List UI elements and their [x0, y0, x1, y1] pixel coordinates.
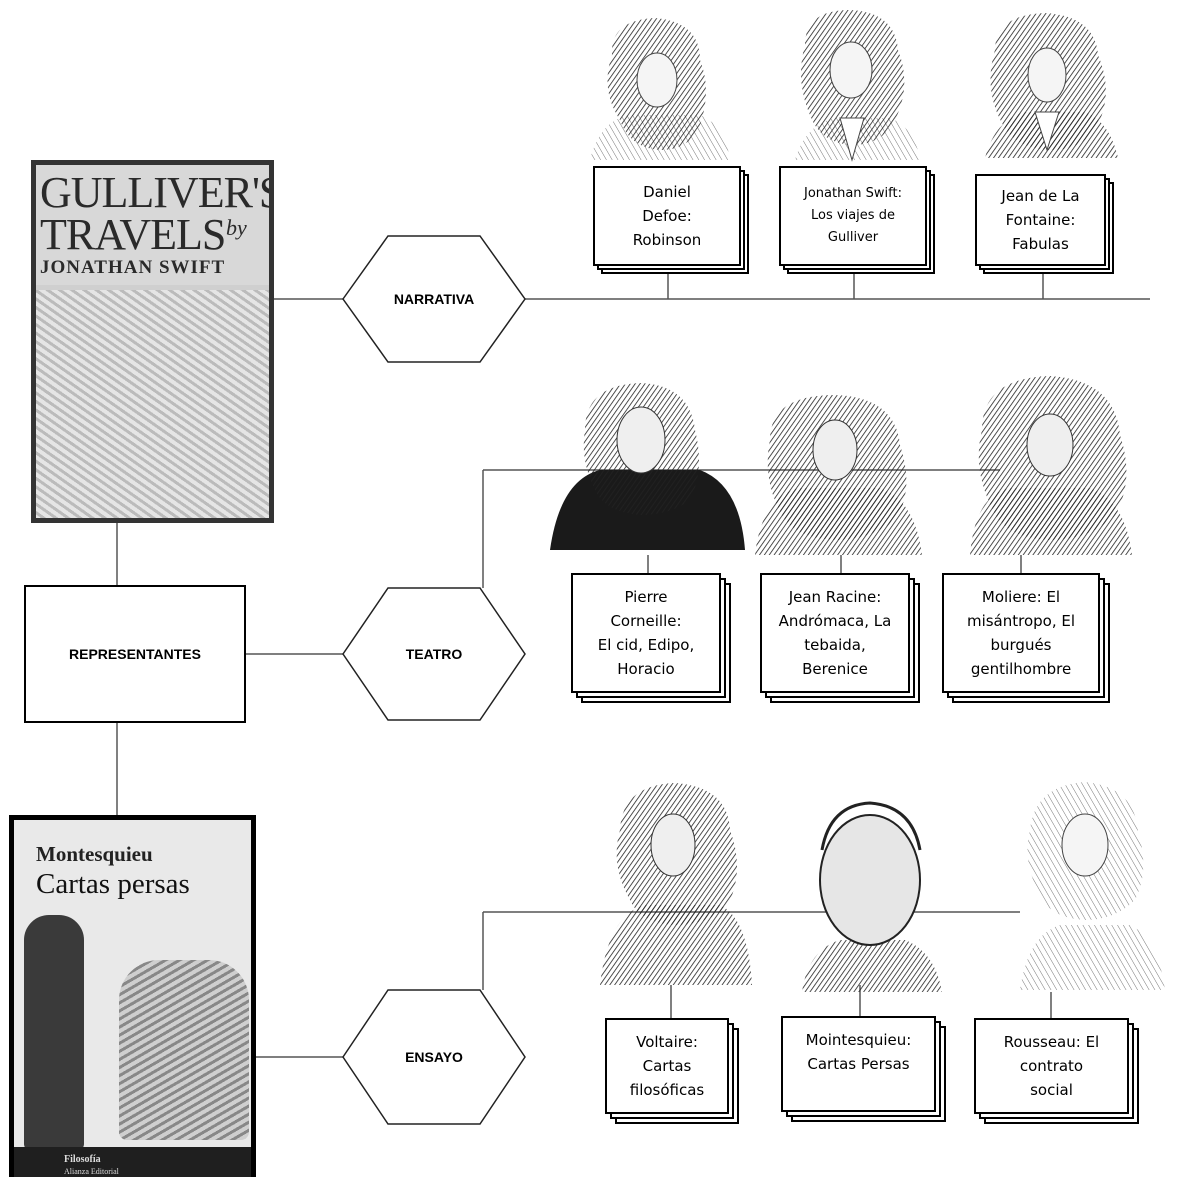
author-rousseau-text: Rousseau: El contrato social: [1003, 1033, 1100, 1099]
cover-cartas-series: Filosofía: [64, 1154, 101, 1165]
portrait-defoe: [590, 18, 730, 160]
author-box-moliere: Moliere: El misántropo, El burgués genti…: [942, 573, 1110, 703]
author-moliere-text: Moliere: El misántropo, El burgués genti…: [966, 588, 1076, 678]
hexagon-teatro: [342, 587, 526, 721]
portrait-racine: [755, 395, 922, 555]
author-box-voltaire: Voltaire: Cartas filosóficas: [605, 1018, 739, 1124]
cover-gulliver-by: by: [226, 215, 247, 240]
author-defoe-text: Daniel Defoe: Robinson: [632, 183, 702, 249]
portrait-montesquieu: [802, 801, 942, 992]
genre-narrativa: NARRATIVA: [343, 236, 525, 362]
cover-cartas-figure-left: [24, 915, 84, 1150]
cover-cartas-title: Cartas persas: [36, 868, 190, 900]
author-box-swift: Jonathan Swift: Los viajes de Gulliver: [779, 166, 935, 274]
author-montesquieu-text: Mointesquieu: Cartas Persas: [805, 1031, 912, 1073]
portrait-swift: [795, 10, 920, 162]
author-racine-text: Jean Racine: Andrómaca, La tebaida, Bere…: [778, 588, 892, 678]
portrait-corneille: [550, 383, 745, 550]
hexagon-ensayo: [342, 989, 526, 1125]
cover-cartas-publisher: Alianza Editorial: [64, 1167, 119, 1176]
cover-cartas-footer: [14, 1147, 251, 1177]
cover-cartas-persas: Montesquieu Cartas persas Filosofía Alia…: [9, 815, 256, 1177]
cover-gulliver-author: JONATHAN SWIFT: [40, 257, 226, 278]
cover-gullivers-travels: GULLIVER'S TRAVELS by JONATHAN SWIFT: [31, 160, 274, 523]
genre-narrativa-label: NARRATIVA: [393, 291, 475, 307]
cover-gulliver-title-line2: TRAVELS: [40, 210, 226, 259]
center-representantes-label: REPRESENTANTES: [69, 646, 201, 662]
genre-ensayo-label: ENSAYO: [405, 1049, 463, 1065]
author-box-defoe: Daniel Defoe: Robinson: [593, 166, 749, 274]
cover-gulliver-title-line1: GULLIVER'S: [40, 168, 274, 217]
portrait-fontaine: [985, 13, 1118, 158]
author-box-montesquieu: Mointesquieu: Cartas Persas: [781, 1016, 946, 1122]
cover-cartas-author: Montesquieu: [36, 842, 153, 866]
portrait-rousseau: [1020, 782, 1165, 990]
author-fontaine-text: Jean de La Fontaine: Fabulas: [1001, 187, 1080, 253]
hexagon-narrativa: [342, 235, 526, 363]
author-box-fontaine: Jean de La Fontaine: Fabulas: [975, 174, 1114, 274]
genre-ensayo: ENSAYO: [343, 990, 525, 1124]
genre-teatro-label: TEATRO: [405, 646, 463, 662]
author-box-racine: Jean Racine: Andrómaca, La tebaida, Bere…: [760, 573, 920, 703]
cover-gulliver-illustration: [36, 290, 269, 518]
author-box-corneille: Pierre Corneille: El cid, Edipo, Horacio: [571, 573, 731, 703]
author-voltaire-text: Voltaire: Cartas filosóficas: [629, 1033, 705, 1099]
cover-cartas-figure-right: [119, 960, 249, 1140]
portrait-voltaire: [600, 783, 752, 985]
center-representantes-box: REPRESENTANTES: [24, 585, 246, 723]
author-box-rousseau: Rousseau: El contrato social: [974, 1018, 1139, 1124]
portrait-moliere: [970, 376, 1132, 555]
genre-teatro: TEATRO: [343, 588, 525, 720]
author-swift-text: Jonathan Swift: Los viajes de Gulliver: [804, 186, 902, 245]
author-corneille-text: Pierre Corneille: El cid, Edipo, Horacio: [597, 588, 695, 678]
